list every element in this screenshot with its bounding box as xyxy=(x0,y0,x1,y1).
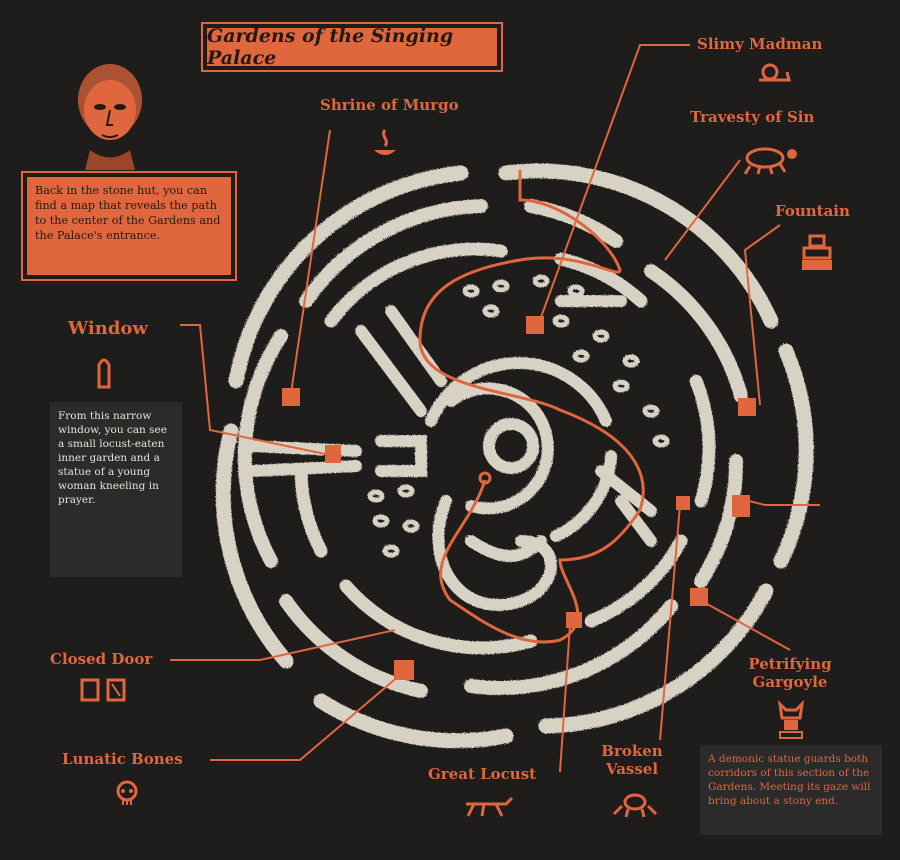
inner-spoke-walls xyxy=(244,294,656,610)
slimy-madman-marker xyxy=(526,316,544,334)
shrine-marker xyxy=(282,388,300,406)
label-closed-door: Closed Door xyxy=(50,650,153,668)
window-note: From this narrow window, you can see a s… xyxy=(50,402,182,577)
travesty-marker xyxy=(732,495,750,517)
face-portrait-icon xyxy=(70,55,150,170)
fountain-marker xyxy=(738,398,756,416)
label-fountain: Fountain xyxy=(775,202,850,220)
snail-icon xyxy=(757,62,791,86)
solution-path xyxy=(418,170,645,644)
locust-icon xyxy=(462,792,518,822)
shrine-icon xyxy=(372,126,398,164)
label-petrifying-line1: Petrifying xyxy=(748,655,832,673)
vessel-marker xyxy=(676,496,690,510)
locust-marker xyxy=(566,612,582,628)
label-slimy-madman: Slimy Madman xyxy=(697,35,823,53)
label-petrifying-gargoyle: Petrifying Gargoyle xyxy=(735,655,845,691)
label-petrifying-line2: Gargoyle xyxy=(752,673,828,691)
label-travesty-of-sin: Travesty of Sin xyxy=(690,108,815,126)
second-ring-wall xyxy=(236,198,747,697)
skull-icon xyxy=(115,780,139,810)
label-great-locust: Great Locust xyxy=(428,765,537,783)
label-broken-line2: Vassel xyxy=(605,760,659,778)
label-window: Window xyxy=(68,318,148,339)
leader-lines xyxy=(170,44,820,773)
location-markers xyxy=(282,316,756,680)
map-title: Gardens of the Singing Palace xyxy=(201,22,503,72)
creature-icon xyxy=(740,140,800,180)
window-marker xyxy=(325,445,341,463)
gargoyle-marker xyxy=(690,588,708,606)
gargoyle-note: A demonic statue guards both corridors o… xyxy=(700,745,882,835)
fountain-icon xyxy=(800,232,834,276)
third-ring-wall xyxy=(293,241,715,654)
inner-ring-wall xyxy=(424,356,616,541)
lunatic-marker xyxy=(394,660,414,680)
label-broken-line1: Broken xyxy=(601,742,663,760)
label-broken-vassel: Broken Vassel xyxy=(592,742,672,778)
intro-text: Back in the stone hut, you can find a ma… xyxy=(21,171,237,281)
outer-ring-wall xyxy=(214,162,813,748)
gargoyle-icon xyxy=(776,699,806,744)
door-icon xyxy=(80,678,130,706)
garden-stones xyxy=(366,273,669,557)
crab-icon xyxy=(612,792,658,822)
label-lunatic-bones: Lunatic Bones xyxy=(62,750,183,768)
label-shrine-of-murgo: Shrine of Murgo xyxy=(320,96,459,114)
window-icon xyxy=(96,353,112,393)
